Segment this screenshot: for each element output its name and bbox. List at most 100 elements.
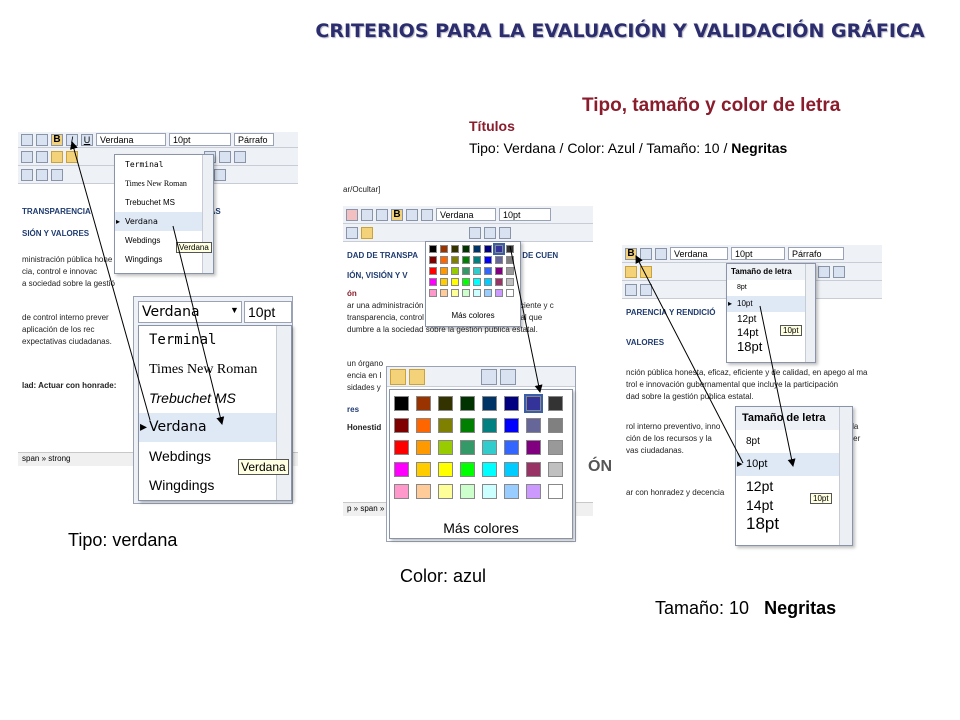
color-swatch[interactable] [506, 245, 514, 253]
color-swatch[interactable] [451, 289, 459, 297]
color-swatch[interactable] [394, 418, 409, 433]
size-option[interactable]: 8pt [746, 436, 760, 447]
color-swatch[interactable] [416, 418, 431, 433]
color-swatch[interactable] [451, 256, 459, 264]
font-option-selected[interactable]: Verdana [139, 413, 291, 442]
color-swatch[interactable] [548, 418, 563, 433]
color-swatch[interactable] [438, 462, 453, 477]
color-swatch[interactable] [429, 256, 437, 264]
font-select-zoom[interactable]: Verdana [138, 301, 242, 323]
font-option[interactable]: Terminal [125, 160, 164, 169]
color-swatch[interactable] [548, 484, 563, 499]
align-icon[interactable] [481, 368, 497, 385]
color-swatch[interactable] [451, 245, 459, 253]
size-select-zoom[interactable]: 10pt [244, 301, 292, 323]
color-swatch[interactable] [440, 278, 448, 286]
binoculars-icon[interactable] [21, 150, 33, 163]
paragraph-icon[interactable] [21, 168, 33, 181]
color-swatch[interactable] [504, 484, 519, 499]
color-swatch[interactable] [438, 396, 453, 411]
italic-button[interactable]: I [66, 133, 78, 146]
color-swatch[interactable] [416, 484, 431, 499]
copy-icon[interactable] [376, 208, 388, 221]
color-swatch[interactable] [506, 256, 514, 264]
more-colors-button[interactable]: Más colores [443, 520, 519, 536]
color-swatch[interactable] [394, 484, 409, 499]
color-swatch[interactable] [416, 440, 431, 455]
color-swatch[interactable] [548, 396, 563, 411]
cut-icon[interactable] [469, 226, 481, 239]
text-color-icon[interactable] [51, 150, 63, 163]
color-swatch[interactable] [473, 245, 481, 253]
color-swatch[interactable] [440, 245, 448, 253]
color-swatch[interactable] [460, 418, 475, 433]
font-option[interactable]: Trebuchet MS [149, 390, 236, 406]
edit-icon[interactable] [833, 265, 845, 278]
font-select[interactable]: Verdana [436, 208, 496, 221]
size-option-selected[interactable]: 10pt [736, 453, 852, 476]
color-swatch[interactable] [495, 267, 503, 275]
color-swatch[interactable] [429, 245, 437, 253]
scrollbar[interactable] [839, 407, 852, 545]
color-swatch[interactable] [429, 267, 437, 275]
color-swatch[interactable] [482, 484, 497, 499]
color-swatch[interactable] [394, 462, 409, 477]
font-option[interactable]: Trebuchet MS [125, 198, 175, 207]
color-swatch[interactable] [462, 256, 470, 264]
color-swatch[interactable] [429, 278, 437, 286]
font-option[interactable]: Terminal [149, 332, 217, 348]
color-swatch[interactable] [482, 418, 497, 433]
color-swatch[interactable] [506, 278, 514, 286]
font-option-selected[interactable]: Verdana [115, 212, 213, 231]
color-swatch[interactable] [473, 289, 481, 297]
underline-button[interactable] [655, 247, 667, 260]
font-option[interactable]: Wingdings [149, 477, 215, 493]
color-swatch[interactable] [484, 267, 492, 275]
color-swatch[interactable] [438, 484, 453, 499]
color-swatch[interactable] [438, 418, 453, 433]
more-colors-button[interactable]: Más colores [451, 311, 495, 320]
font-select[interactable]: Verdana [96, 133, 166, 146]
source-icon[interactable] [21, 133, 33, 146]
color-swatch[interactable] [462, 289, 470, 297]
italic-button[interactable] [406, 208, 418, 221]
size-option-selected[interactable]: 10pt [727, 296, 815, 312]
bold-button[interactable]: B [51, 133, 63, 146]
color-swatch[interactable] [526, 462, 541, 477]
color-swatch[interactable] [548, 462, 563, 477]
color-swatch[interactable] [504, 462, 519, 477]
color-swatch[interactable] [416, 396, 431, 411]
color-swatch[interactable] [484, 289, 492, 297]
dropdown-arrow-icon[interactable]: ▼ [230, 305, 239, 315]
emotion-icon[interactable] [214, 168, 226, 181]
ltr-icon[interactable] [36, 168, 48, 181]
color-swatch[interactable] [526, 484, 541, 499]
color-swatch[interactable] [484, 245, 492, 253]
color-swatch[interactable] [460, 462, 475, 477]
text-color-icon[interactable] [625, 265, 637, 278]
color-swatch[interactable] [429, 289, 437, 297]
bold-button[interactable]: B [391, 208, 403, 221]
color-swatch[interactable] [524, 394, 543, 413]
color-swatch[interactable] [416, 462, 431, 477]
close-icon[interactable] [346, 208, 358, 221]
font-option[interactable]: Times New Roman [149, 362, 258, 377]
color-swatch[interactable] [526, 440, 541, 455]
color-swatch[interactable] [506, 267, 514, 275]
font-option[interactable]: Webdings [149, 448, 212, 464]
color-swatch[interactable] [504, 396, 519, 411]
color-swatch[interactable] [440, 256, 448, 264]
color-swatch[interactable] [462, 278, 470, 286]
replace-icon[interactable] [36, 150, 48, 163]
scrollbar[interactable] [202, 155, 213, 273]
highlight-icon[interactable] [409, 368, 425, 385]
color-swatch[interactable] [493, 243, 505, 255]
format-select[interactable]: Párrafo [234, 133, 274, 146]
scrollbar[interactable] [276, 326, 291, 500]
highlight-icon[interactable] [640, 265, 652, 278]
scrollbar[interactable] [805, 264, 815, 362]
color-swatch[interactable] [438, 440, 453, 455]
color-swatch[interactable] [484, 278, 492, 286]
italic-button[interactable] [640, 247, 652, 260]
size-select[interactable]: 10pt [731, 247, 785, 260]
